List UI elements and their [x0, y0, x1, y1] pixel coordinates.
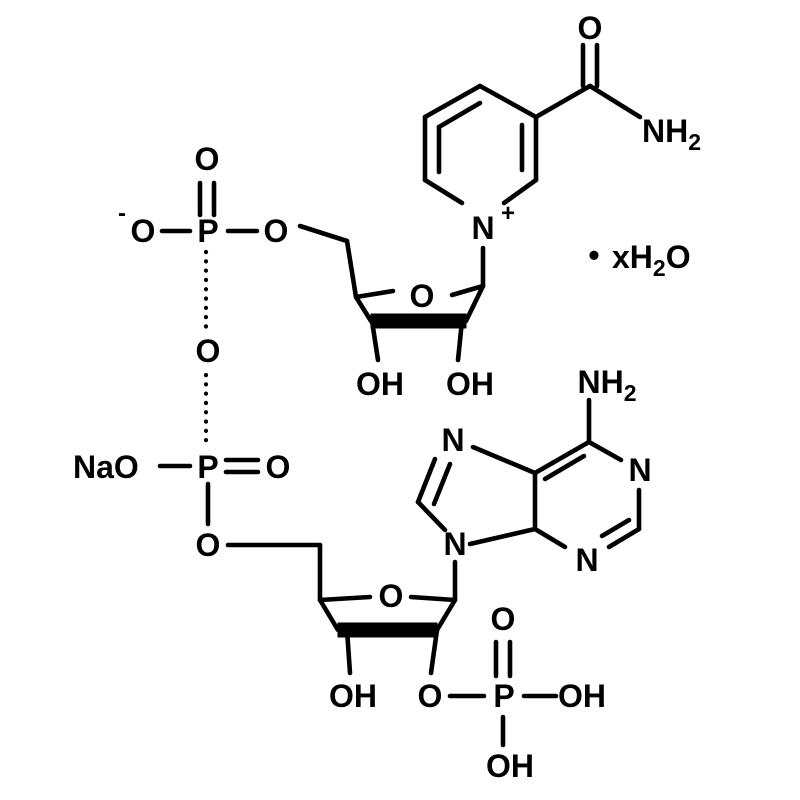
- hydrate-label: • xH2O: [588, 237, 690, 281]
- ribose-1-ring-oxygen: O: [410, 278, 435, 314]
- sodium-oxide: NaO: [73, 449, 139, 485]
- amide-nh2: NH2: [642, 113, 701, 155]
- adenine-ring: [415, 397, 642, 603]
- hydrate-formula: xH2O: [612, 239, 691, 281]
- adenine-n1: N: [628, 452, 651, 488]
- positive-charge: +: [501, 200, 515, 227]
- carboxamide-group: [533, 42, 643, 120]
- phosphorus-2: P: [197, 449, 218, 485]
- ribose-1: [297, 223, 486, 363]
- phosphorus-1: P: [197, 213, 218, 249]
- carbonyl-oxygen: O: [578, 10, 603, 46]
- ribose-1-c2-hydroxyl: OH: [446, 366, 494, 402]
- ribose-2-c3-hydroxyl: OH: [329, 678, 377, 714]
- pyridinium-ring: [422, 83, 539, 206]
- phosphate-3-hydroxyl-right: OH: [558, 678, 606, 714]
- phosphate-1-ester-oxygen: O: [264, 213, 289, 249]
- phosphate-1-anionic-oxygen: O: [131, 213, 156, 249]
- phosphate-1: [159, 180, 260, 333]
- pyridinium-nitrogen: N: [471, 210, 494, 246]
- ribose-2: [225, 542, 458, 676]
- phosphate-2-double-oxygen: O: [266, 449, 291, 485]
- adenine-amine: NH2: [577, 364, 636, 406]
- pyrophosphate-bridge-oxygen: O: [196, 333, 221, 369]
- adenine-n9: N: [443, 526, 466, 562]
- adenine-n3: N: [575, 542, 598, 578]
- phosphate-1-double-oxygen: O: [195, 141, 220, 177]
- phosphate-2: [157, 457, 261, 527]
- adenine-n7: N: [441, 422, 464, 458]
- phosphate-2-ester-oxygen: O: [196, 527, 221, 563]
- ribose-2-ring-oxygen: O: [379, 578, 404, 614]
- phosphorus-3: P: [493, 678, 514, 714]
- negative-charge: -: [118, 200, 126, 227]
- phosphate-3-double-oxygen: O: [491, 601, 516, 637]
- phosphate-3-hydroxyl-bottom: OH: [486, 748, 534, 784]
- ribose-1-c3-hydroxyl: OH: [356, 366, 404, 402]
- ribose-2-c2-oxygen: O: [418, 678, 443, 714]
- phosphate-3: [447, 639, 559, 748]
- hydrate-bullet: •: [588, 237, 599, 273]
